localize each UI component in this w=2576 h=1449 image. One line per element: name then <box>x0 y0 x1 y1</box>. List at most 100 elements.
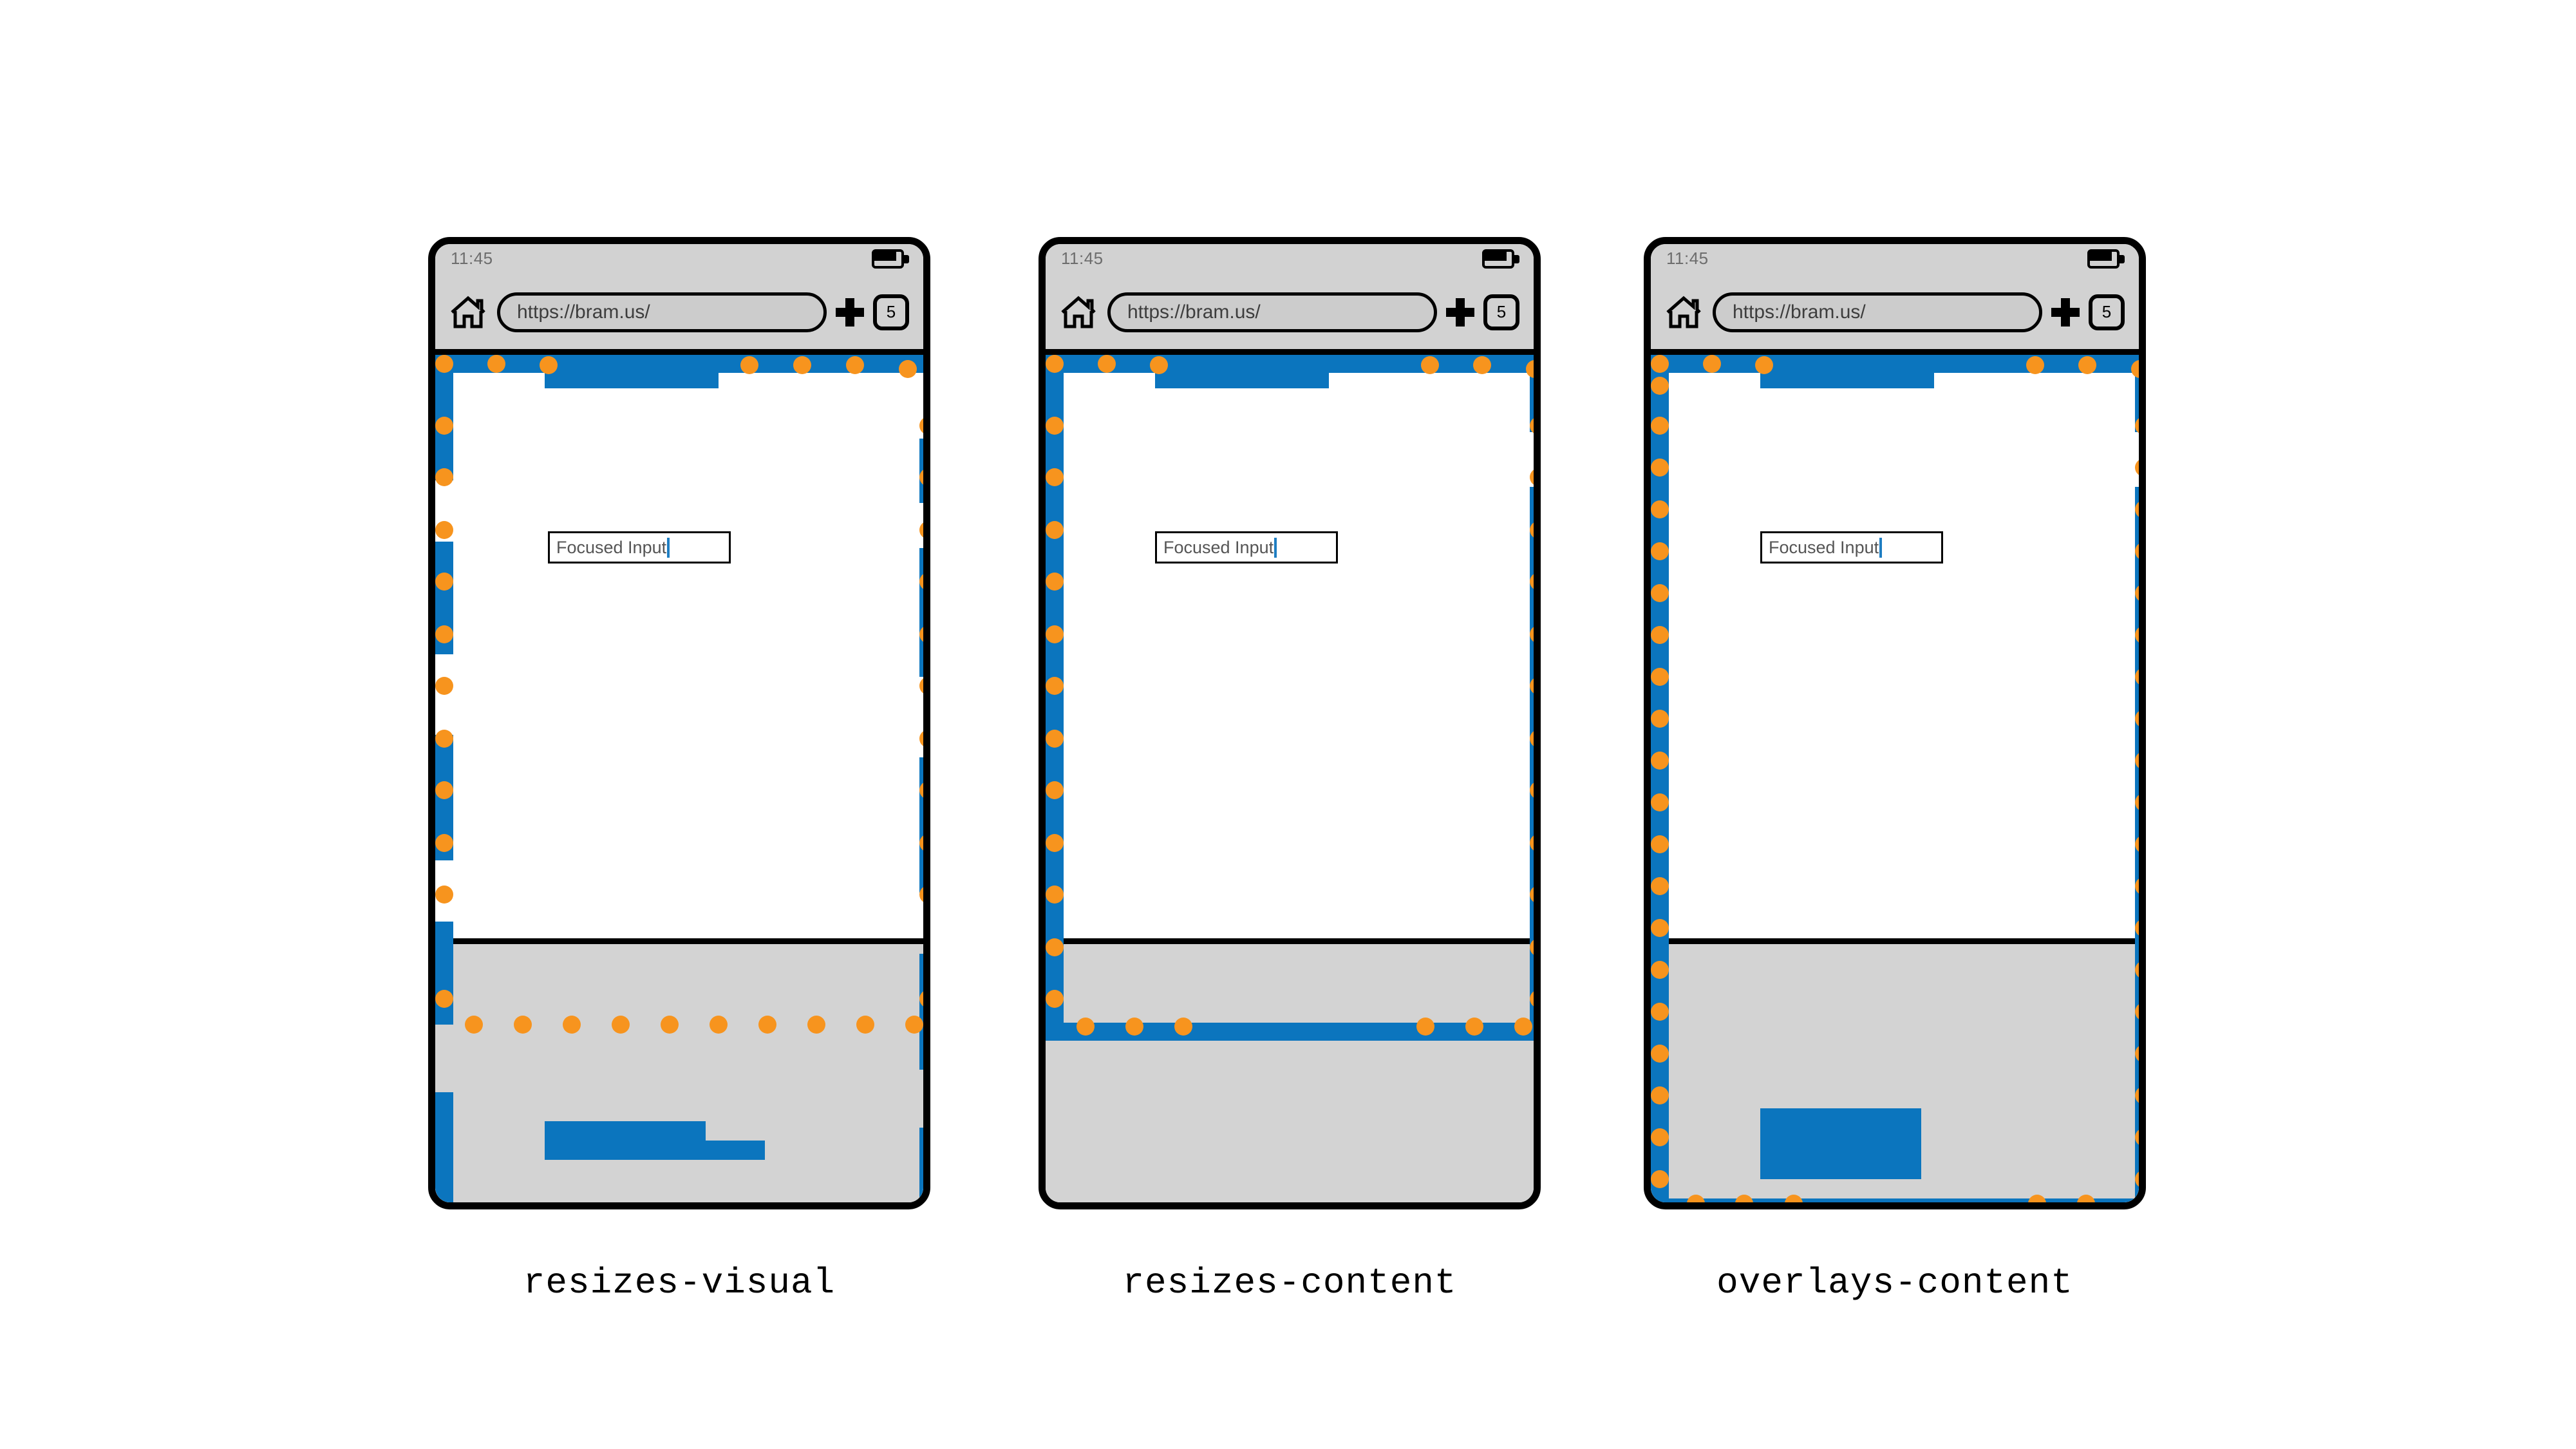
visual-viewport-dot <box>2135 877 2139 895</box>
visual-viewport-dot <box>2135 542 2139 560</box>
visual-viewport-dot <box>2135 1045 2139 1063</box>
visual-viewport-dot <box>1651 710 1669 728</box>
status-bar: 11:45 <box>1651 244 2139 275</box>
visual-viewport-dot <box>919 781 923 799</box>
visual-viewport-dot <box>1416 1018 1434 1036</box>
status-bar-clock: 11:45 <box>1061 249 1104 268</box>
visual-viewport-dot <box>2135 1003 2139 1021</box>
visual-viewport-dot <box>919 730 923 748</box>
browser-chrome: 11:45 https://bram.us/ 5 <box>1046 244 1534 355</box>
battery-icon <box>1482 249 1519 269</box>
phone-screen: Focused Input <box>1651 355 2139 1202</box>
visual-viewport-dot <box>1651 584 1669 602</box>
visual-viewport-dot <box>758 1016 776 1034</box>
plus-icon[interactable] <box>2051 298 2080 327</box>
virtual-keyboard-area <box>1651 938 2139 1202</box>
visual-viewport-dot <box>1651 1003 1669 1021</box>
visual-viewport-dot <box>1125 1018 1143 1036</box>
url-text: https://bram.us/ <box>1127 301 1261 323</box>
visual-viewport-dot <box>2135 793 2139 811</box>
visual-viewport-dot <box>2078 356 2096 374</box>
layout-viewport-segment-left-d <box>435 922 453 1025</box>
phone-frame-resizes-visual: 11:45 https://bram.us/ 5 <box>428 237 930 1209</box>
layout-viewport-segment-left <box>1651 355 1669 1202</box>
visual-viewport-dot <box>1651 793 1669 811</box>
battery-icon <box>2087 249 2125 269</box>
visual-viewport-dot <box>435 355 453 373</box>
phone-screen: Focused Input <box>1046 355 1534 1202</box>
visual-viewport-dot <box>1530 573 1534 591</box>
visual-viewport-dot <box>919 521 923 539</box>
url-bar[interactable]: https://bram.us/ <box>1713 292 2042 332</box>
visual-viewport-dot <box>1530 834 1534 852</box>
visual-viewport-dot <box>1651 377 1669 395</box>
phone-frame-overlays-content: 11:45 https://bram.us/ 5 <box>1644 237 2146 1209</box>
visual-viewport-dot <box>1046 625 1064 643</box>
layout-viewport-segment-right-b <box>1530 487 1534 1041</box>
visual-viewport-dot <box>540 356 558 374</box>
home-icon[interactable] <box>1665 295 1702 330</box>
visual-viewport-dot <box>919 625 923 643</box>
visual-viewport-dot <box>1651 668 1669 686</box>
browser-toolbar: https://bram.us/ 5 <box>435 275 923 349</box>
visual-viewport-dot <box>1785 1195 1803 1202</box>
visual-viewport-dot <box>1514 1018 1532 1036</box>
status-bar: 11:45 <box>435 244 923 275</box>
plus-icon[interactable] <box>1446 298 1474 327</box>
focused-input-value: Focused Input <box>556 537 667 557</box>
visual-viewport-dot <box>435 990 453 1008</box>
visual-viewport-dot <box>465 1016 483 1034</box>
visual-viewport-dot <box>2026 356 2044 374</box>
virtual-keyboard-area <box>1046 938 1534 1202</box>
visual-viewport-dot <box>487 355 505 373</box>
caption-resizes-content: resizes-content <box>1122 1262 1457 1303</box>
visual-viewport-dot <box>1735 1195 1753 1202</box>
visual-viewport-dot <box>740 356 758 374</box>
url-text: https://bram.us/ <box>517 301 650 323</box>
visual-viewport-dot <box>1651 500 1669 518</box>
tab-count-badge[interactable]: 5 <box>1483 294 1519 330</box>
tab-count-badge[interactable]: 5 <box>873 294 909 330</box>
focused-input-value: Focused Input <box>1769 537 1879 557</box>
visual-viewport-dot <box>1651 961 1669 979</box>
status-bar-clock: 11:45 <box>451 249 493 268</box>
visual-viewport-dot <box>1473 356 1491 374</box>
visual-viewport-dot <box>2028 1195 2046 1202</box>
tab-count-badge[interactable]: 5 <box>2089 294 2125 330</box>
url-bar[interactable]: https://bram.us/ <box>497 292 827 332</box>
visual-viewport-dot <box>1046 677 1064 695</box>
plus-icon[interactable] <box>836 298 864 327</box>
phone-screen: Focused Input <box>435 355 923 1202</box>
visual-viewport-dot <box>1651 1128 1669 1146</box>
visual-viewport-dot <box>2135 584 2139 602</box>
visual-viewport-dot <box>1046 886 1064 904</box>
layout-viewport-segment-top <box>435 355 923 373</box>
focused-input[interactable]: Focused Input <box>548 531 731 564</box>
visual-viewport-dot <box>563 1016 581 1034</box>
visual-viewport-dot <box>1046 781 1064 799</box>
home-icon[interactable] <box>1060 295 1097 330</box>
page-footer-bar-step <box>706 1141 765 1160</box>
visual-viewport-dot <box>2135 752 2139 770</box>
visual-viewport-dot <box>710 1016 728 1034</box>
visual-viewport-dot <box>807 1016 825 1034</box>
home-icon[interactable] <box>449 295 487 330</box>
visual-viewport-dot <box>2135 710 2139 728</box>
visual-viewport-dot <box>2135 835 2139 853</box>
status-bar-clock: 11:45 <box>1666 249 1709 268</box>
visual-viewport-dot <box>1530 886 1534 904</box>
layout-viewport-segment-right-e <box>919 1128 923 1202</box>
visual-viewport-dot <box>435 834 453 852</box>
layout-viewport-segment-right-b <box>919 548 923 677</box>
browser-toolbar: https://bram.us/ 5 <box>1046 275 1534 349</box>
virtual-keyboard-area <box>435 938 923 1202</box>
visual-viewport-dot <box>1651 459 1669 477</box>
focused-input[interactable]: Focused Input <box>1760 531 1943 564</box>
url-bar[interactable]: https://bram.us/ <box>1107 292 1437 332</box>
visual-viewport-dot <box>919 990 923 1008</box>
visual-viewport-dot <box>2135 500 2139 518</box>
focused-input[interactable]: Focused Input <box>1155 531 1338 564</box>
visual-viewport-dot <box>2135 417 2139 435</box>
layout-viewport-segment-top <box>1651 355 2139 373</box>
